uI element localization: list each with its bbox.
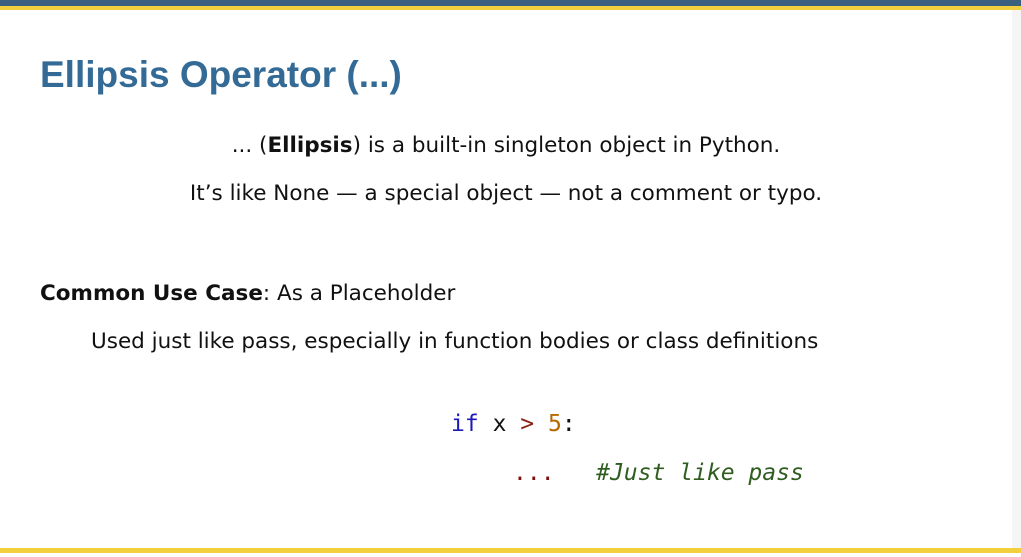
- top-accent-bar-yellow: [0, 6, 1021, 10]
- slide-title: Ellipsis Operator (...): [40, 54, 402, 95]
- code-line-1: if x > 5:: [451, 411, 576, 437]
- use-case-text: : As a Placeholder: [262, 281, 456, 306]
- code-ellipsis: ...: [513, 460, 555, 486]
- bottom-edge: [0, 553, 1021, 557]
- intro-line-2: It’s like None — a special object — not …: [189, 181, 823, 206]
- code-line-2: ... #Just like pass: [513, 460, 804, 486]
- code-comment: #Just like pass: [596, 460, 804, 486]
- code-keyword: if: [451, 411, 479, 437]
- use-case-label: Common Use Case: [40, 281, 263, 306]
- slide-right-edge: [1012, 10, 1021, 548]
- intro-line-1: ... (Ellipsis) is a built-in singleton o…: [0, 133, 1012, 158]
- code-operator: >: [520, 411, 535, 437]
- intro-line-1-prefix: ... (: [231, 133, 268, 158]
- intro-line-1-suffix: ) is a built-in singleton object in Pyth…: [352, 133, 781, 158]
- code-number: 5: [548, 411, 562, 437]
- code-colon: :: [561, 411, 576, 437]
- use-case-detail: Used just like pass, especially in funct…: [91, 329, 819, 354]
- use-case-heading: Common Use Case: As a Placeholder: [40, 281, 455, 306]
- top-accent-bar-blue: [0, 0, 1021, 6]
- code-variable: x: [492, 411, 507, 437]
- intro-line-1-bold: Ellipsis: [267, 133, 353, 158]
- bottom-accent-bar-yellow: [0, 548, 1021, 553]
